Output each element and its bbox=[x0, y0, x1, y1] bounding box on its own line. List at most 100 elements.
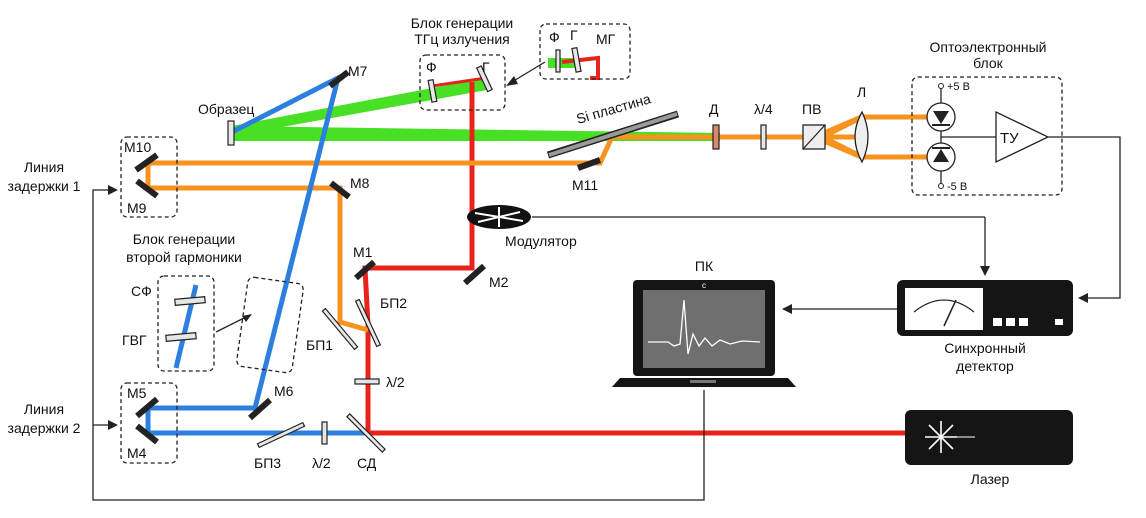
d-element bbox=[712, 124, 720, 150]
label-m7: М7 bbox=[348, 63, 368, 79]
label-shg-1: Блок генерации bbox=[133, 231, 236, 247]
mg-block bbox=[539, 23, 631, 80]
sync-detector-needle bbox=[943, 299, 957, 327]
pc-feedback-arrow-2 bbox=[108, 420, 118, 430]
mirror-m4 bbox=[135, 423, 159, 445]
laser-beam-thz-gen bbox=[431, 76, 487, 88]
label-delay1-1: Линия bbox=[24, 159, 64, 175]
amplifier-tu bbox=[995, 110, 1050, 164]
thz-mg-arrow-shaft bbox=[511, 61, 546, 83]
pc-laptop-notch bbox=[690, 380, 716, 383]
mg-g-element bbox=[571, 46, 582, 73]
label-bp2: БП2 bbox=[380, 295, 407, 311]
probe-beam-split bbox=[820, 114, 862, 160]
label-shg-2: второй гармоники bbox=[126, 249, 242, 265]
sync-to-pc-arrow bbox=[782, 304, 792, 314]
pc-laptop-display bbox=[643, 290, 765, 368]
sync-detector-button-2 bbox=[1006, 318, 1015, 326]
label-m10: М10 bbox=[124, 139, 151, 155]
si-plate-fill bbox=[548, 112, 678, 157]
quarter-wave-plate bbox=[760, 124, 767, 150]
label-sync-2: детектор bbox=[956, 358, 1014, 374]
label-thz-g: Г bbox=[482, 59, 490, 75]
label-mg: МГ bbox=[596, 31, 616, 47]
label-delay2-2: задержки 2 bbox=[8, 420, 81, 436]
label-mg-g: Г bbox=[570, 27, 578, 43]
lens bbox=[854, 110, 869, 164]
label-bp3: БП3 bbox=[254, 455, 281, 471]
sync-detector-meter bbox=[905, 288, 983, 330]
bp2-splitter bbox=[354, 298, 382, 348]
label-laser: Лазер bbox=[971, 471, 1010, 487]
label-opto-2: блок bbox=[973, 55, 1004, 71]
modulator bbox=[467, 205, 531, 229]
label-m11: М11 bbox=[572, 177, 598, 193]
mirror-m6 bbox=[247, 397, 273, 421]
pc-feedback-arrow-1 bbox=[108, 185, 118, 195]
label-si-plate: Si пластина bbox=[574, 90, 652, 127]
photodiode-top bbox=[926, 86, 956, 140]
thz-f-element bbox=[427, 78, 438, 103]
shg-target-box bbox=[236, 276, 304, 374]
label-thz-block-1: Блок генерации bbox=[411, 15, 514, 31]
pc-feedback-wire bbox=[92, 189, 705, 501]
mirror-m10 bbox=[134, 152, 159, 173]
half-wave-plate-2 bbox=[321, 421, 328, 445]
label-quarter-wave: λ/4 bbox=[754, 101, 773, 117]
plus5-terminal bbox=[938, 83, 944, 89]
probe-beam bbox=[145, 134, 860, 333]
laser-star-icon bbox=[925, 421, 975, 453]
label-pc-logo: c bbox=[702, 281, 706, 290]
mirror-m8 bbox=[329, 180, 351, 200]
thz-beam-to-sample bbox=[232, 78, 487, 136]
label-thz-f: Ф bbox=[426, 59, 437, 75]
label-modulator: Модулятор bbox=[505, 233, 577, 249]
sample-element bbox=[227, 120, 235, 146]
label-m4: М4 bbox=[127, 445, 147, 461]
shg-arrow-shaft bbox=[215, 315, 249, 333]
label-pc: ПК bbox=[695, 258, 714, 274]
label-thz-block-2: ТГц излучения bbox=[414, 31, 510, 47]
mirror-m5 bbox=[135, 396, 159, 419]
label-delay1-2: задержки 1 bbox=[8, 178, 81, 194]
photodiode-top-triangle bbox=[933, 111, 949, 124]
label-tu: ТУ bbox=[1000, 130, 1019, 147]
label-half-wave-2: λ/2 bbox=[312, 455, 331, 471]
bp1-splitter bbox=[321, 307, 359, 351]
sd-splitter bbox=[346, 413, 386, 453]
label-plus5: +5 В bbox=[947, 81, 970, 93]
pc-waveform bbox=[648, 299, 761, 355]
pv-prism-diagonal bbox=[802, 124, 826, 150]
thz-g-element bbox=[475, 65, 494, 93]
mirror-m11 bbox=[576, 157, 602, 171]
label-half-wave-1: λ/2 bbox=[386, 374, 405, 390]
laser-beam-main bbox=[362, 82, 905, 436]
photodiode-bottom-triangle bbox=[933, 149, 949, 162]
label-minus5: -5 В bbox=[947, 181, 967, 193]
minus5-terminal bbox=[938, 183, 944, 189]
label-gvg: ГВГ bbox=[122, 332, 147, 348]
amplifier-out-arrow bbox=[1078, 293, 1088, 303]
shg-block bbox=[157, 275, 215, 372]
label-sync-1: Синхронный bbox=[944, 340, 1026, 356]
sync-detector-meter-scale bbox=[913, 299, 975, 313]
half-wave-plate-1 bbox=[354, 378, 380, 385]
label-sample: Образец bbox=[198, 101, 254, 117]
label-opto-1: Оптоэлектронный bbox=[930, 39, 1047, 55]
label-m9: М9 bbox=[127, 200, 147, 216]
thz-generation-block bbox=[419, 54, 506, 111]
label-bp1: БП1 bbox=[306, 337, 333, 353]
label-m5: М5 bbox=[127, 385, 147, 401]
label-m1: М1 bbox=[353, 244, 373, 260]
sync-detector-button-1 bbox=[993, 318, 1002, 326]
thz-mg-arrow-head bbox=[506, 76, 518, 86]
label-lens: Л bbox=[857, 84, 866, 100]
sync-detector-button-4 bbox=[1055, 319, 1063, 325]
bp3-splitter bbox=[256, 421, 306, 449]
delay-line-2-box bbox=[120, 382, 178, 464]
label-sd: СД bbox=[357, 455, 377, 471]
laser-star-ray-4 bbox=[928, 424, 954, 450]
optoelectronic-block bbox=[911, 76, 1063, 196]
label-sf: СФ bbox=[131, 283, 152, 299]
label-d: Д bbox=[709, 101, 719, 117]
